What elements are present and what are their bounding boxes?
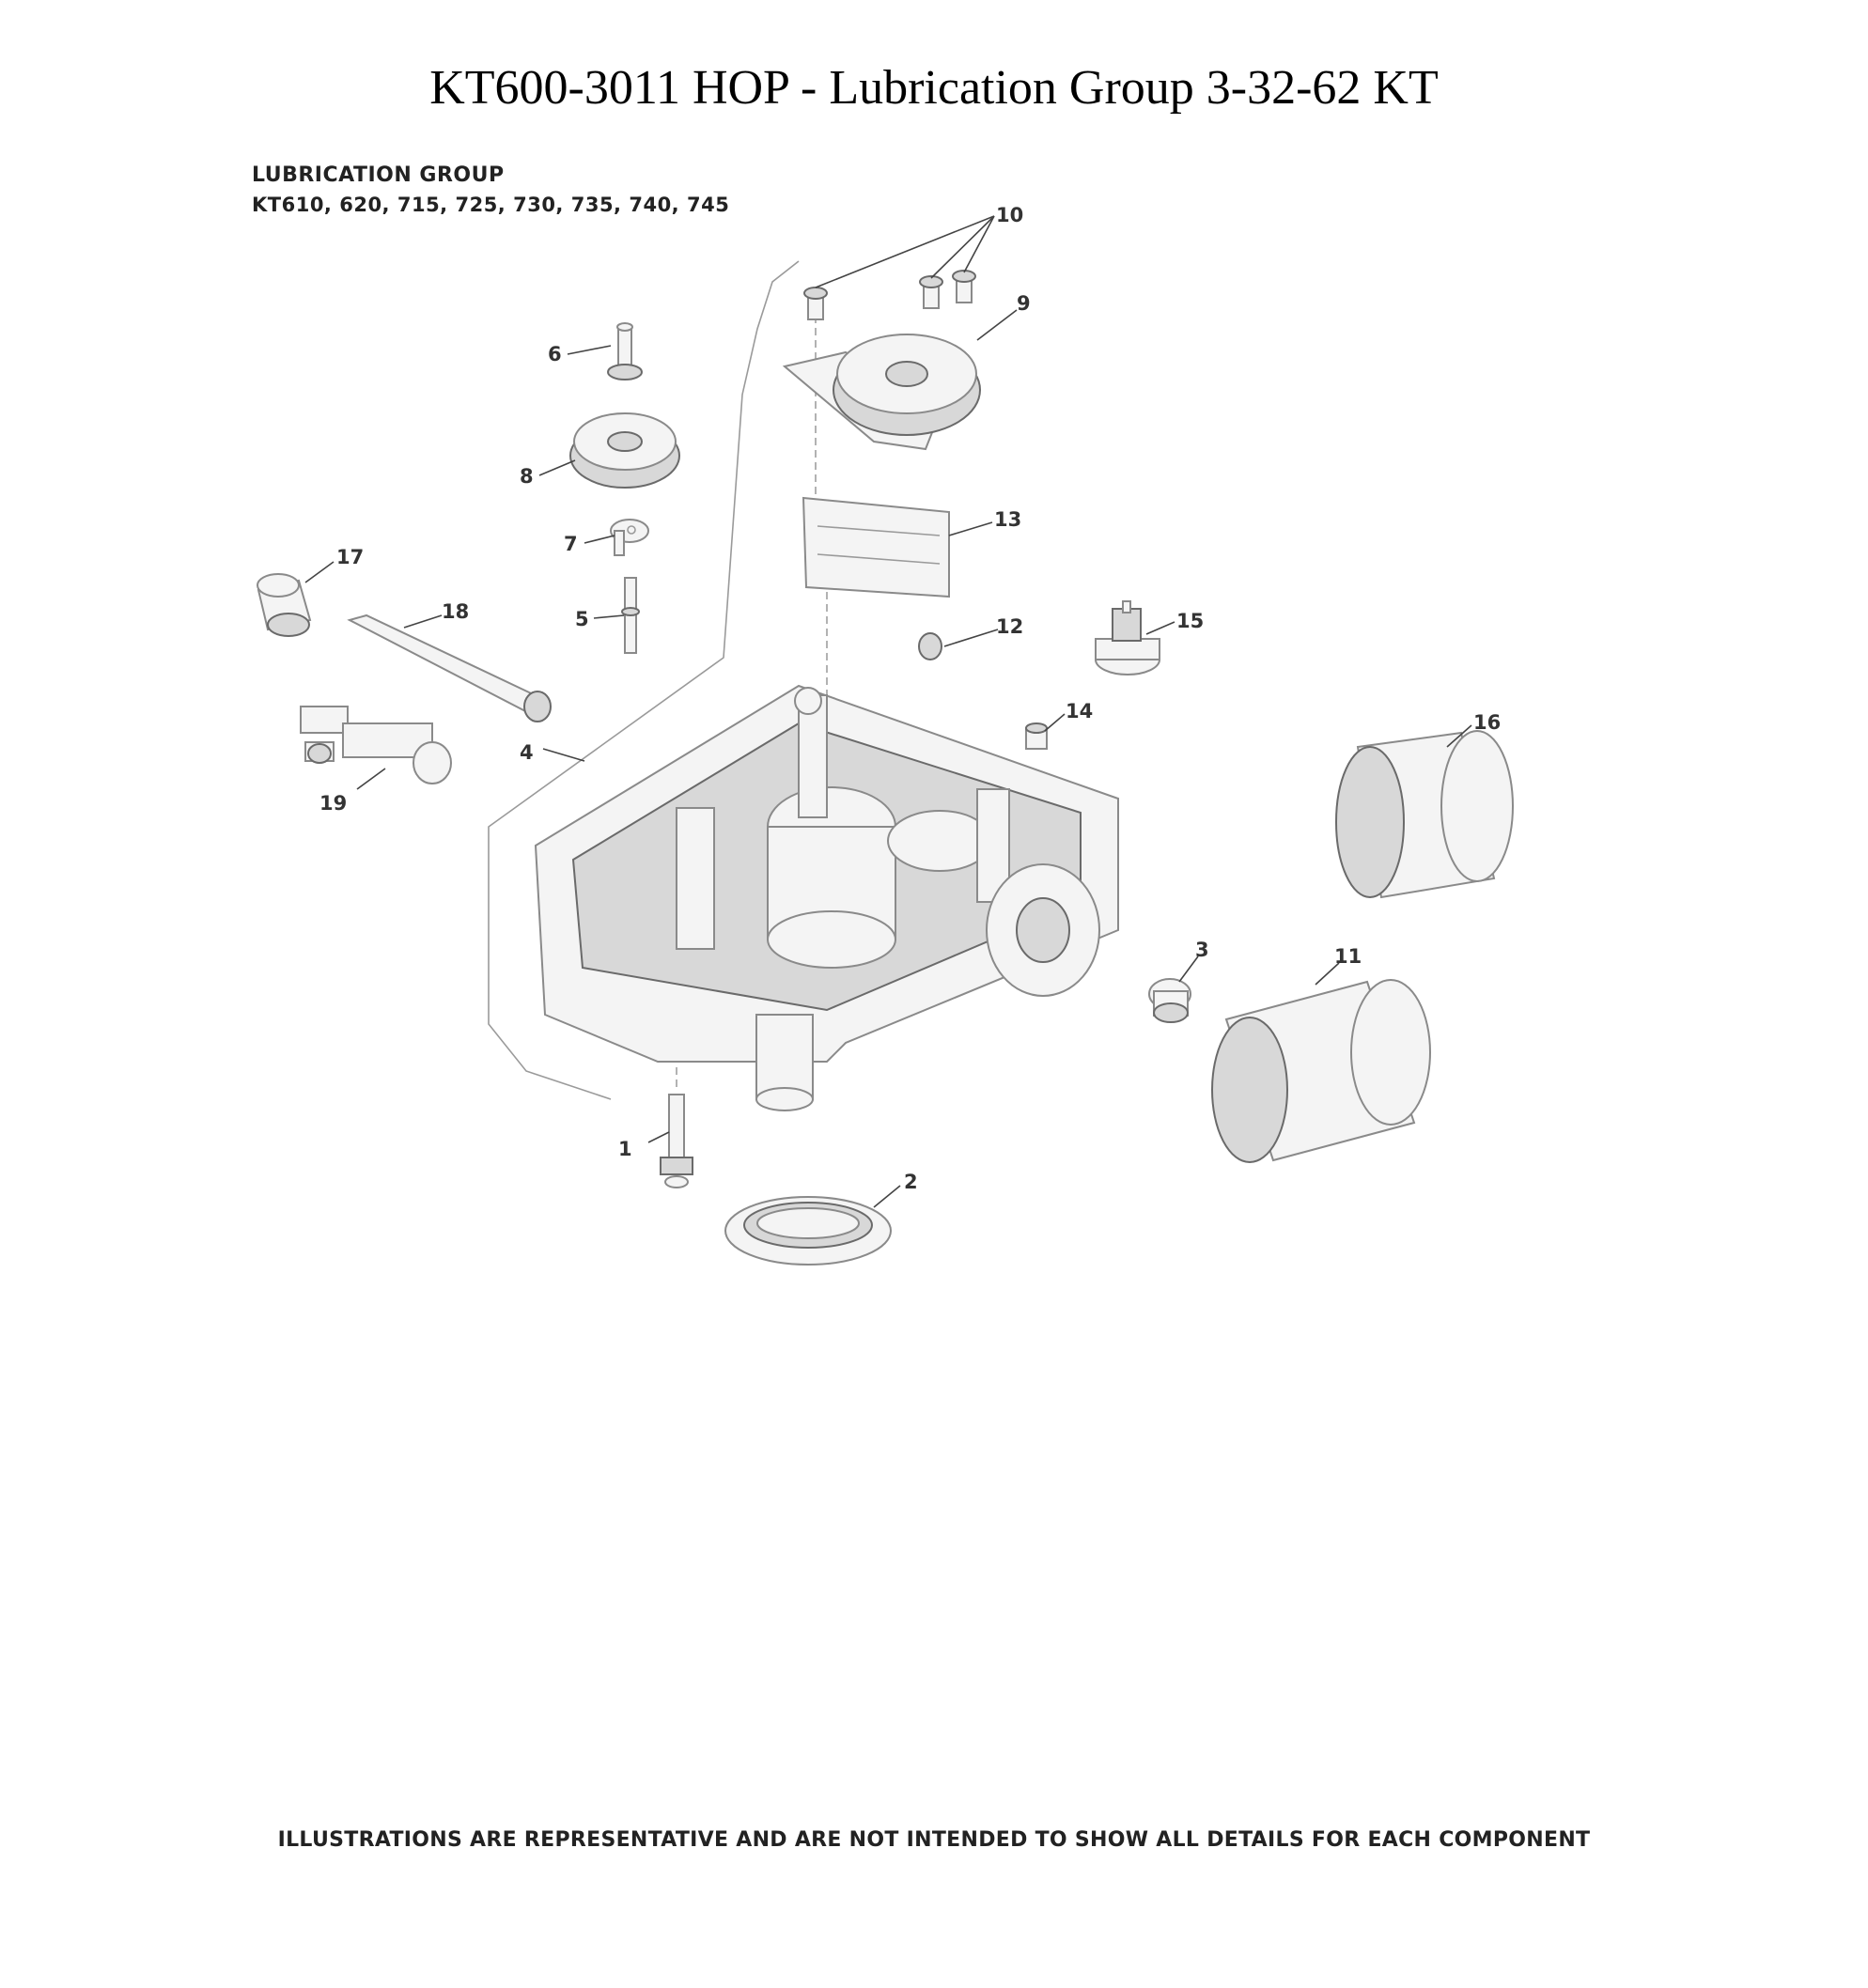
callout-1: 1 — [618, 1138, 632, 1160]
leader-lines — [304, 215, 1472, 1208]
callout-10: 10 — [996, 204, 1023, 226]
callout-2: 2 — [904, 1171, 918, 1193]
shaft-screw[interactable] — [607, 322, 643, 381]
callouts: 1 2 3 4 5 6 7 8 9 10 11 12 13 14 15 16 1… — [319, 204, 1501, 1193]
callout-12: 12 — [996, 615, 1023, 638]
seal[interactable] — [724, 1196, 892, 1266]
screen-filter[interactable] — [802, 496, 950, 598]
oil-filter[interactable] — [1211, 979, 1431, 1163]
callout-7: 7 — [564, 533, 578, 555]
group-title: LUBRICATION GROUP — [252, 163, 505, 187]
screws[interactable] — [803, 270, 976, 320]
plug[interactable] — [918, 632, 942, 660]
alignment-lines — [676, 291, 828, 1090]
callout-9: 9 — [1017, 292, 1031, 315]
callout-17: 17 — [336, 546, 364, 568]
small-plug[interactable] — [1025, 722, 1048, 750]
pickup-assembly[interactable] — [300, 706, 452, 784]
gear[interactable] — [569, 412, 680, 489]
page-title: KT600-3011 HOP - Lubrication Group 3-32-… — [429, 61, 1439, 115]
disclaimer-note: ILLUSTRATIONS ARE REPRESENTATIVE AND ARE… — [277, 1828, 1591, 1852]
oil-pump-gear[interactable] — [782, 334, 981, 451]
callout-8: 8 — [520, 465, 534, 488]
callout-15: 15 — [1176, 610, 1204, 632]
clip[interactable] — [610, 519, 649, 556]
callout-16: 16 — [1473, 711, 1501, 734]
callout-13: 13 — [994, 508, 1021, 531]
callout-14: 14 — [1066, 700, 1093, 722]
oil-pressure-switch[interactable] — [1095, 600, 1160, 676]
callout-18: 18 — [442, 600, 469, 623]
callout-11: 11 — [1334, 945, 1362, 968]
assembly-outline — [488, 260, 800, 1100]
bolt[interactable] — [660, 1094, 693, 1188]
callout-6: 6 — [548, 343, 562, 365]
model-list: KT610, 620, 715, 725, 730, 735, 740, 745 — [252, 194, 730, 216]
oil-pan[interactable] — [534, 684, 1119, 1111]
callout-19: 19 — [319, 792, 347, 815]
fitting[interactable] — [1148, 978, 1191, 1023]
bushing[interactable] — [257, 573, 312, 637]
callout-4: 4 — [520, 741, 534, 764]
pin[interactable] — [621, 577, 640, 654]
callout-3: 3 — [1195, 939, 1209, 961]
tube[interactable] — [347, 613, 552, 722]
callout-5: 5 — [575, 608, 589, 630]
oil-filter-alt[interactable] — [1335, 730, 1514, 899]
